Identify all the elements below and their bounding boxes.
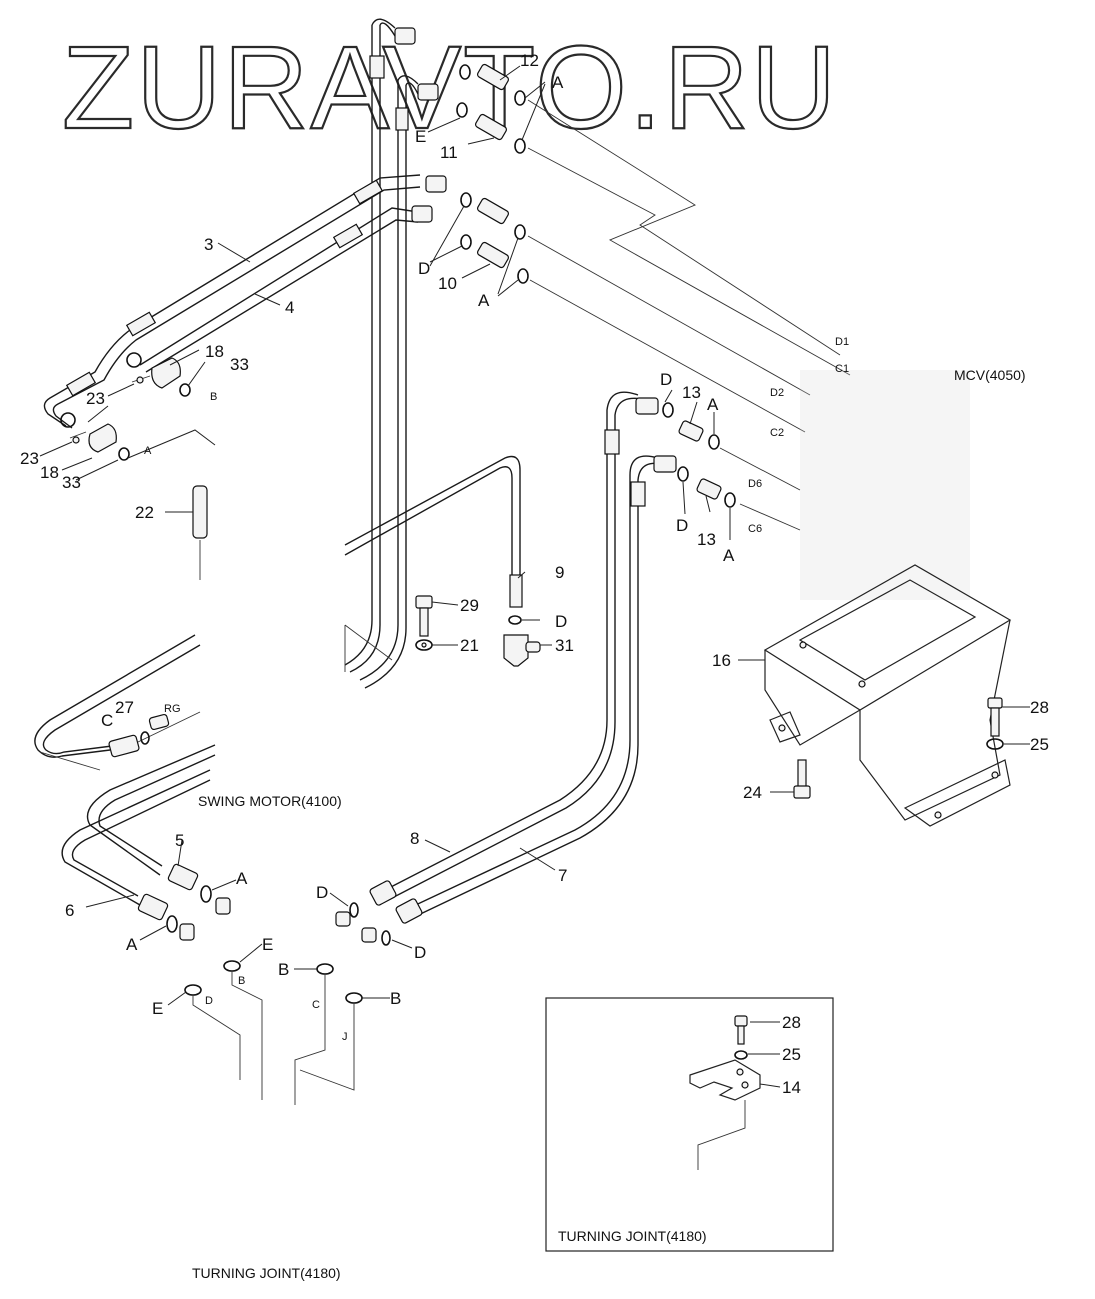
port-code: B — [238, 975, 245, 987]
part-number: 12 — [520, 51, 539, 70]
port-letter: A — [236, 869, 248, 888]
pipe-9 — [344, 455, 541, 667]
port-letter: B — [278, 960, 289, 979]
part-number: 16 — [712, 651, 731, 670]
bracket-16 — [763, 564, 1012, 827]
part-number: 8 — [410, 829, 419, 848]
port-letter-labels: A E D A D A D A D C A A D D E B B E — [101, 73, 735, 1018]
part-number: 33 — [62, 473, 81, 492]
port-code: D — [205, 995, 213, 1007]
part-number: 23 — [86, 389, 105, 408]
part-number-labels: 12 11 3 4 10 18 33 23 23 18 33 22 9 29 2… — [20, 51, 1049, 1097]
port-letter: D — [555, 612, 567, 631]
part-number: 4 — [285, 298, 294, 317]
turning-joint-ports — [184, 902, 391, 1105]
part-number: 14 — [782, 1078, 801, 1097]
hose-3-and-4 — [43, 174, 447, 429]
port-letter: C — [101, 711, 113, 730]
flange-clamps — [69, 357, 191, 461]
port-code: D2 — [770, 387, 784, 399]
part-number: 27 — [115, 698, 134, 717]
port-code: C2 — [770, 427, 784, 439]
part-number: 13 — [697, 530, 716, 549]
part-number: 33 — [230, 355, 249, 374]
port-letter: E — [415, 127, 426, 146]
part-number: 9 — [555, 563, 564, 582]
port-letter: A — [707, 395, 719, 414]
port-code: D1 — [835, 336, 849, 348]
swing-motor-label: SWING MOTOR(4100) — [198, 793, 342, 809]
part-number: 11 — [440, 143, 458, 162]
port-letter: B — [390, 989, 401, 1008]
port-code: RG — [164, 703, 181, 715]
mcv-block — [800, 370, 970, 600]
part-number: 28 — [1030, 698, 1049, 717]
port-letter: A — [126, 935, 138, 954]
part-number: 29 — [460, 596, 479, 615]
pin-22 — [192, 485, 208, 580]
port-letter: D — [660, 370, 672, 389]
part-number: 3 — [204, 235, 213, 254]
turning-joint-inset — [545, 997, 834, 1252]
port-letter: A — [552, 73, 564, 92]
part-number: 10 — [438, 274, 457, 293]
port-letter: E — [262, 935, 273, 954]
part-number: 13 — [682, 383, 701, 402]
part-number: 31 — [555, 636, 574, 655]
part-number: 18 — [205, 342, 224, 361]
bolts-28-24 — [793, 697, 1004, 799]
port-letter: D — [418, 259, 430, 278]
port-letter: D — [414, 943, 426, 962]
swing-motor-pipes — [34, 634, 231, 941]
port-code-labels: D1 C1 D2 C2 D6 C6 B A RG B D C J — [144, 336, 849, 1043]
port-code: D6 — [748, 478, 762, 490]
port-letter: E — [152, 999, 163, 1018]
port-letter: A — [723, 546, 735, 565]
part-number: 6 — [65, 901, 74, 920]
port-code: C1 — [835, 363, 849, 375]
vertical-pipe-bundle — [344, 18, 439, 689]
adapter-fittings-upper — [456, 63, 529, 284]
turning-joint-label: TURNING JOINT(4180) — [192, 1265, 341, 1281]
port-code: C — [312, 999, 320, 1011]
part-number: 18 — [40, 463, 59, 482]
part-number: 25 — [1030, 735, 1049, 754]
watermark-text: ZURAVTO.RU — [62, 22, 838, 154]
port-code: A — [144, 445, 152, 457]
part-number: 25 — [782, 1045, 801, 1064]
part-number: 24 — [743, 783, 762, 802]
part-number: 7 — [558, 866, 567, 885]
bolt-29-washer-21 — [415, 595, 433, 651]
part-number: 23 — [20, 449, 39, 468]
part-number: 28 — [782, 1013, 801, 1032]
port-letter: A — [478, 291, 490, 310]
port-code: B — [210, 391, 217, 403]
port-code: C6 — [748, 523, 762, 535]
mcv-label: MCV(4050) — [954, 367, 1026, 383]
callout-leaders — [39, 65, 1030, 1088]
part-number: 5 — [175, 831, 184, 850]
hose-7-and-8 — [369, 391, 736, 924]
port-letter: D — [676, 516, 688, 535]
port-code: J — [342, 1031, 348, 1043]
port-letter: D — [316, 883, 328, 902]
part-number: 22 — [135, 503, 154, 522]
turning-joint-inset-label: TURNING JOINT(4180) — [558, 1228, 707, 1244]
mcv-port-leaders — [527, 99, 851, 531]
part-number: 21 — [460, 636, 479, 655]
